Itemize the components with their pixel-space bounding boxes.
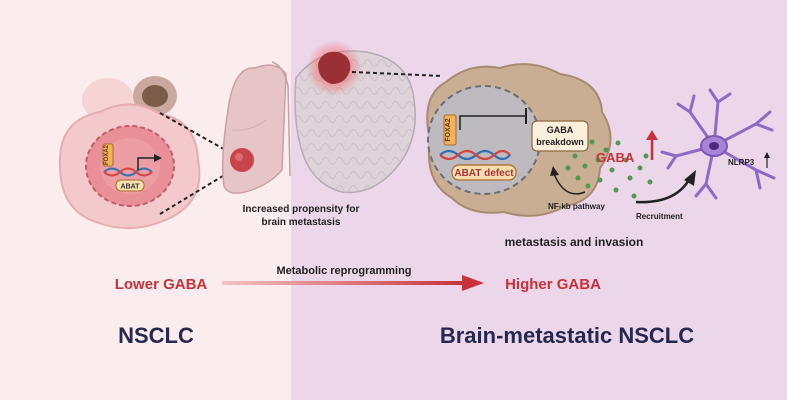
metastasis-invasion-label: metastasis and invasion <box>505 235 644 249</box>
metabolic-reprogramming-label: Metabolic reprogramming <box>276 265 411 277</box>
up-arrow-icon <box>646 130 658 160</box>
nfkb-arrow <box>553 173 586 195</box>
nlrp3-label: NLRP3 <box>728 158 755 167</box>
gaba-breakdown-line1: GABA <box>547 125 574 135</box>
transcription-arrow-icon <box>137 154 162 170</box>
gaba-label: GABA <box>596 150 635 165</box>
higher-gaba-label: Higher GABA <box>505 276 601 293</box>
zoom-connector-brain <box>351 71 443 77</box>
metabolic-arrow-head <box>462 275 484 291</box>
propensity-line2: brain metastasis <box>262 217 341 228</box>
up-arrow-icon <box>764 152 770 168</box>
recruitment-arrow <box>635 177 692 204</box>
brain-metastatic-title: Brain-metastatic NSCLC <box>440 323 694 348</box>
dna-icon <box>439 149 511 161</box>
gaba-breakdown-line2: breakdown <box>536 137 584 147</box>
metabolic-arrow-shaft <box>222 281 464 285</box>
abat-label-left: ABAT <box>121 184 141 191</box>
inhibition-arrow-icon <box>459 108 527 130</box>
zoom-connector-bottom <box>159 167 237 215</box>
foxa2-tag-left: FOXA2 <box>102 143 114 167</box>
gaba-breakdown-box: GABA breakdown <box>531 120 589 152</box>
foxa2-tag-right: FOXA2 <box>443 114 457 146</box>
abat-defect-tag: ABAT defect <box>451 164 517 181</box>
lung-cancer-cell <box>58 103 201 230</box>
lower-gaba-label: Lower GABA <box>115 276 208 293</box>
nsclc-title: NSCLC <box>118 323 194 348</box>
brain-tumor <box>318 51 351 84</box>
foxa2-label-left: FOXA2 <box>104 144 110 165</box>
dna-icon <box>103 167 153 177</box>
recruitment-label: Recruitment <box>636 212 683 221</box>
lung-tumor <box>230 148 254 172</box>
propensity-line1: Increased propensity for <box>243 204 360 215</box>
abat-tag-left: ABAT <box>115 179 145 192</box>
abat-defect-label: ABAT defect <box>454 168 514 179</box>
nfkb-label: NF-kb pathway <box>548 202 605 211</box>
gaba-molecules <box>565 139 653 199</box>
foxa2-label-right: FOXA2 <box>445 118 452 141</box>
